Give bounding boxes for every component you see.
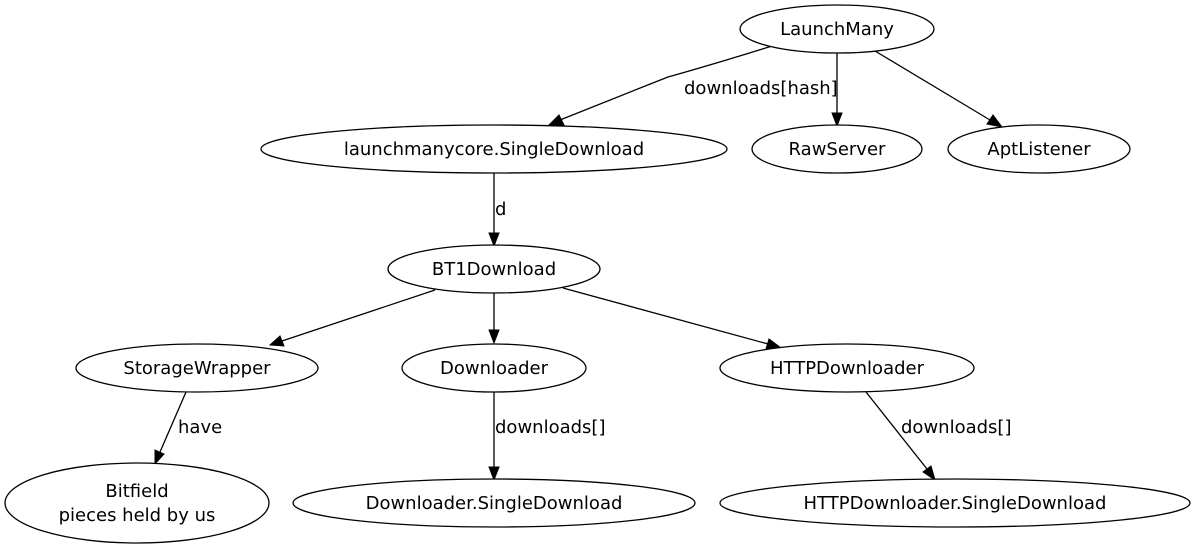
- node-label: LaunchMany: [780, 19, 894, 40]
- node-launchmanycore-singledownload: launchmanycore.SingleDownload: [260, 124, 728, 174]
- node-label-line2: pieces held by us: [59, 505, 216, 526]
- node-ellipse: [719, 478, 1191, 528]
- edge-httpdownloader-to-single: [865, 391, 936, 482]
- edge-launchmany-to-rawserver: [831, 53, 843, 128]
- node-label: HTTPDownloader.SingleDownload: [804, 493, 1107, 514]
- node-ellipse: [75, 343, 319, 393]
- edge-label-have: have: [178, 417, 222, 438]
- node-ellipse: [739, 4, 935, 54]
- node-downloader-singledownload: Downloader.SingleDownload: [292, 478, 696, 528]
- node-label: RawServer: [789, 139, 886, 160]
- node-rawserver: RawServer: [751, 124, 923, 174]
- node-label: Downloader: [440, 358, 549, 379]
- node-httpdownloader: HTTPDownloader: [719, 343, 975, 393]
- node-ellipse: [292, 478, 696, 528]
- node-label-line1: Bitfield: [105, 481, 168, 502]
- edge-launchmany-to-aptlistener: [874, 50, 1004, 128]
- node-label: AptListener: [987, 139, 1091, 160]
- edge-storagewrapper-to-bitfield: [154, 391, 187, 466]
- node-ellipse: [751, 124, 923, 174]
- node-ellipse: [719, 343, 975, 393]
- edge-downloader-to-single: [488, 392, 500, 482]
- node-label: StorageWrapper: [123, 358, 271, 379]
- node-ellipse: [387, 244, 601, 294]
- node-downloader: Downloader: [401, 343, 587, 393]
- edge-lmc-to-bt1download: [488, 173, 500, 248]
- edge-label-downloader-downloads: downloads[]: [495, 417, 605, 438]
- node-ellipse: [260, 124, 728, 174]
- node-bt1download: BT1Download: [387, 244, 601, 294]
- node-label: BT1Download: [432, 259, 556, 280]
- node-httpdownloader-singledownload: HTTPDownloader.SingleDownload: [719, 478, 1191, 528]
- node-bitfield: Bitfield pieces held by us: [4, 462, 270, 544]
- node-label: HTTPDownloader: [770, 358, 925, 379]
- edge-bt1download-to-httpdownloader: [562, 287, 783, 350]
- node-launchmany: LaunchMany: [739, 4, 935, 54]
- node-storagewrapper: StorageWrapper: [75, 343, 319, 393]
- node-ellipse: [947, 124, 1131, 174]
- edge-launchmany-to-lmc-single-download: [547, 45, 773, 126]
- node-label: launchmanycore.SingleDownload: [344, 139, 644, 160]
- edge-label-d: d: [495, 199, 506, 220]
- edge-bt1download-to-storagewrapper: [268, 289, 436, 347]
- edge-bt1download-to-downloader: [488, 293, 500, 345]
- edge-label-downloads-hash: downloads[hash]: [684, 78, 838, 99]
- node-aptlistener: AptListener: [947, 124, 1131, 174]
- node-ellipse: [4, 462, 270, 544]
- edge-label-httpdownloader-downloads: downloads[]: [901, 417, 1011, 438]
- node-label: Downloader.SingleDownload: [366, 493, 623, 514]
- node-ellipse: [401, 343, 587, 393]
